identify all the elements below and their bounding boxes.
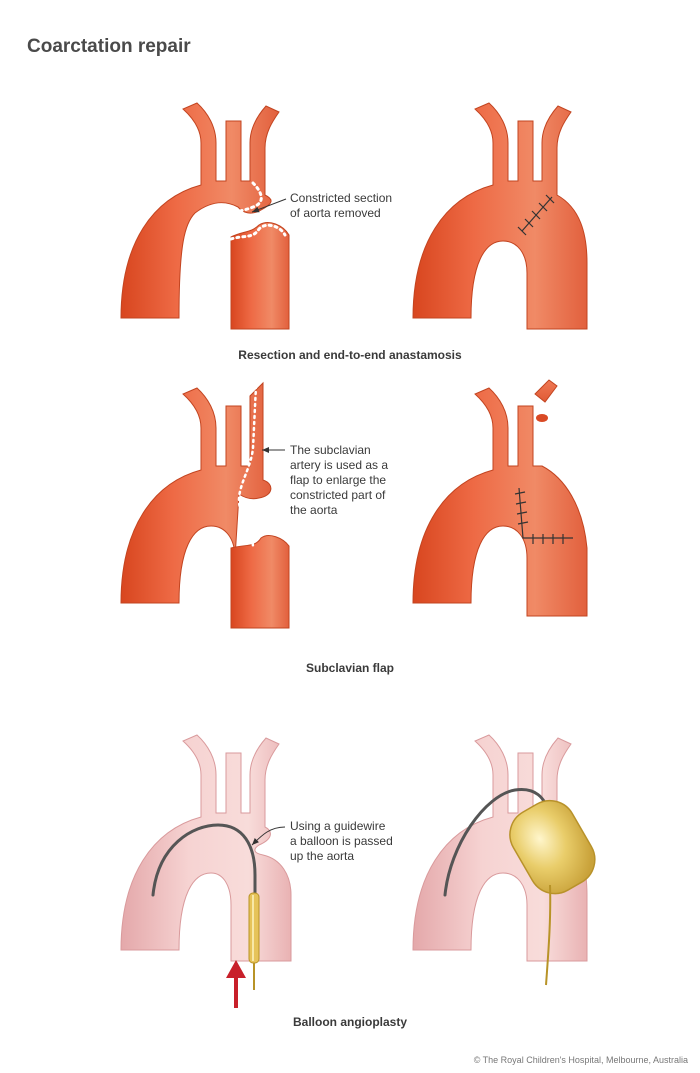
subclavian-flap-after-illustration xyxy=(412,379,588,617)
subclavian-flap-before-illustration xyxy=(120,381,290,629)
balloon-after-illustration xyxy=(412,734,596,986)
leader-line xyxy=(251,826,286,846)
caption-resection: Resection and end-to-end anastamosis xyxy=(238,348,462,362)
page-title: Coarctation repair xyxy=(27,36,191,57)
balloon-before-illustration xyxy=(120,734,292,990)
callout-resection: Constricted section of aorta removed xyxy=(290,191,393,220)
caption-subclavian: Subclavian flap xyxy=(305,661,395,675)
copyright-notice: © The Royal Children's Hospital, Melbour… xyxy=(473,1055,688,1065)
resection-after-illustration xyxy=(412,102,588,330)
leader-line xyxy=(251,198,287,213)
callout-subclavian: The subclavian artery is used as a flap … xyxy=(290,443,389,517)
resection-before-illustration xyxy=(120,102,290,330)
callout-balloon: Using a guidewire a balloon is passed up… xyxy=(290,819,393,863)
direction-arrow-icon xyxy=(226,960,246,1008)
caption-balloon: Balloon angioplasty xyxy=(292,1015,407,1029)
